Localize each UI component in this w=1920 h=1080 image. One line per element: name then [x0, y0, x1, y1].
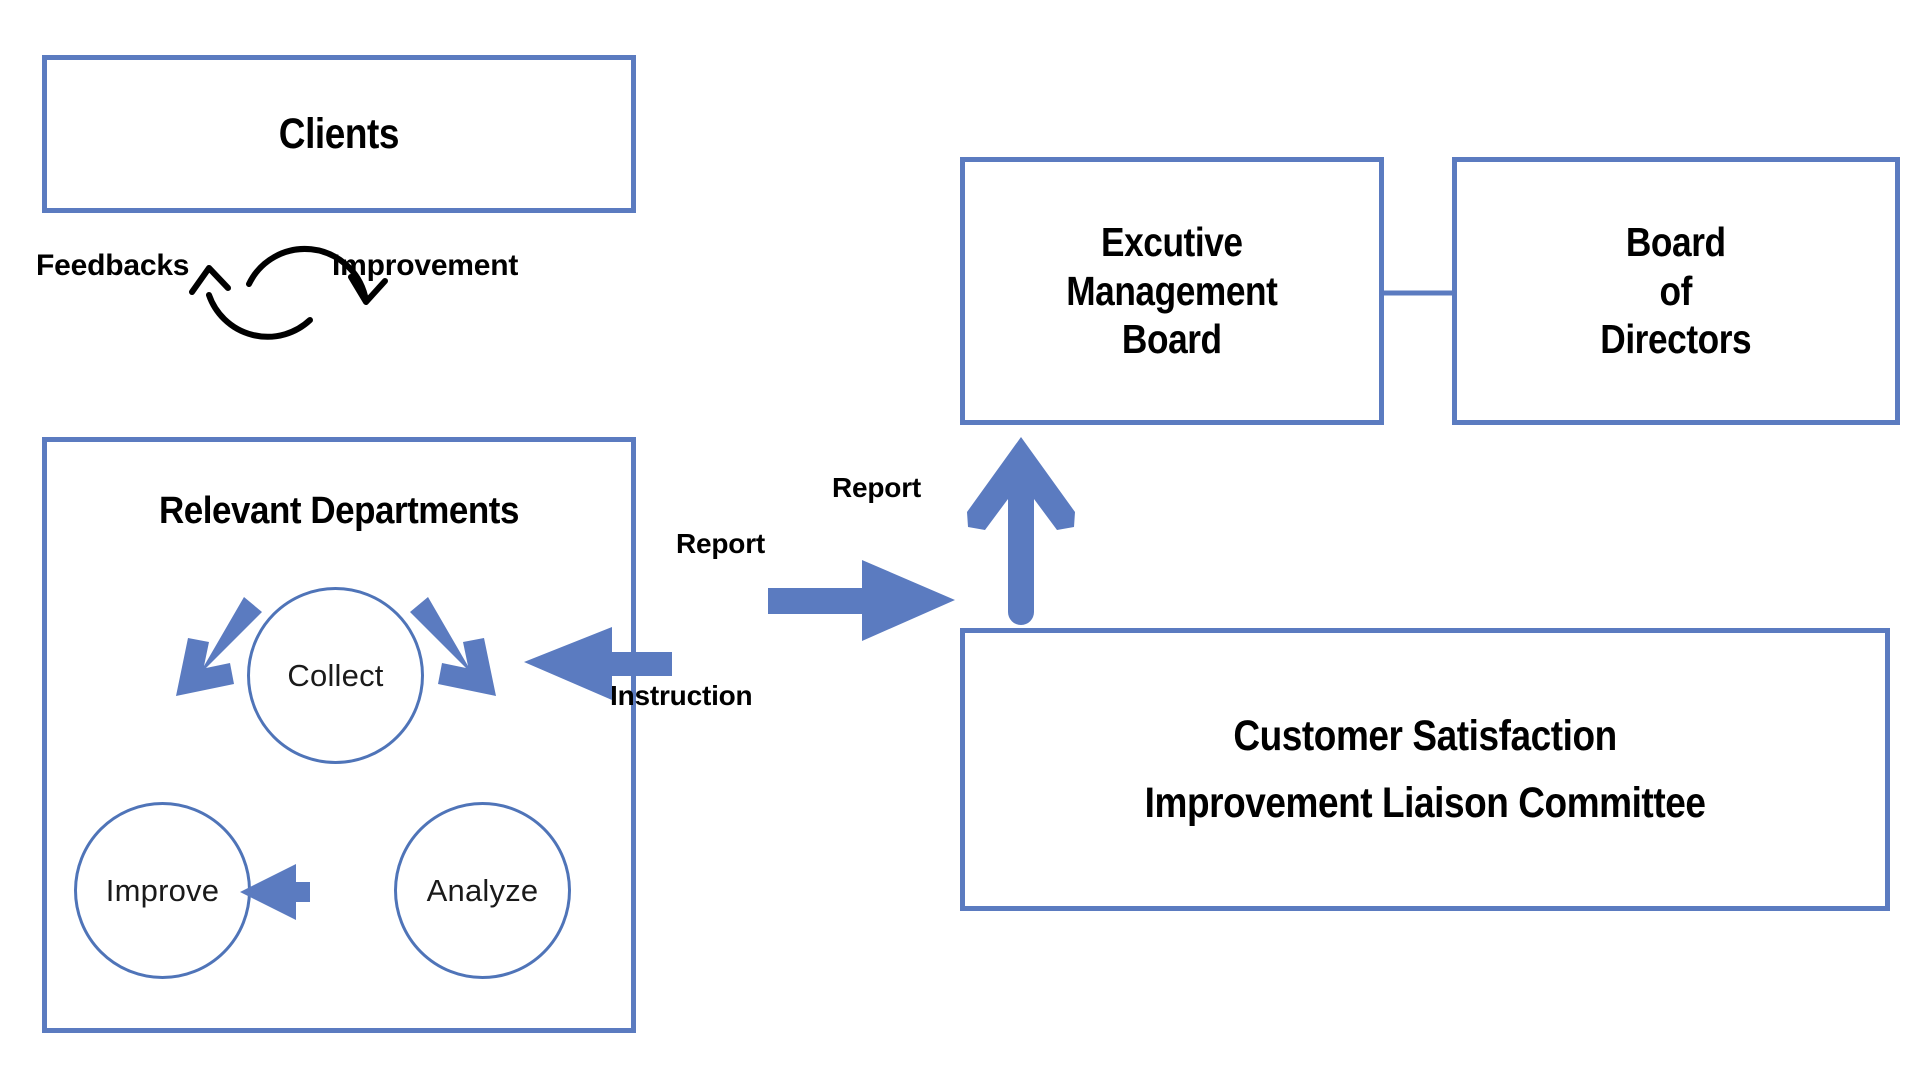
label-instruction: Instruction: [610, 680, 753, 711]
label-improvement: Improvement: [332, 249, 519, 282]
label-report-to-executive-board: Report: [832, 472, 922, 503]
label-feedbacks: Feedbacks: [36, 249, 190, 282]
cycle-node-improve[interactable]: Improve: [74, 802, 251, 979]
label-report-to-committee: Report: [676, 528, 766, 559]
box-executive-management-board-label: Excutive Management Board: [1066, 219, 1278, 363]
cycle-node-analyze[interactable]: Analyze: [394, 802, 571, 979]
cycle-node-collect[interactable]: Collect: [247, 587, 424, 764]
relevant-departments-title: Relevant Departments: [159, 490, 519, 532]
box-clients-label: Clients: [278, 109, 400, 158]
box-customer-satisfaction-committee-label: Customer Satisfaction Improvement Liaiso…: [1144, 711, 1706, 827]
box-executive-management-board[interactable]: Excutive Management Board: [960, 157, 1384, 425]
box-board-of-directors-label: Board of Directors: [1600, 219, 1752, 363]
box-board-of-directors[interactable]: Board of Directors: [1452, 157, 1900, 425]
cycle-node-collect-label: Collect: [287, 657, 384, 693]
box-clients[interactable]: Clients: [42, 55, 636, 213]
cycle-node-improve-label: Improve: [105, 872, 220, 908]
arrow-report-departments-to-committee-icon: [768, 560, 955, 641]
arrow-report-committee-to-executive-icon: [967, 437, 1075, 625]
box-customer-satisfaction-committee[interactable]: Customer Satisfaction Improvement Liaiso…: [960, 628, 1890, 911]
cycle-node-analyze-label: Analyze: [426, 872, 539, 908]
